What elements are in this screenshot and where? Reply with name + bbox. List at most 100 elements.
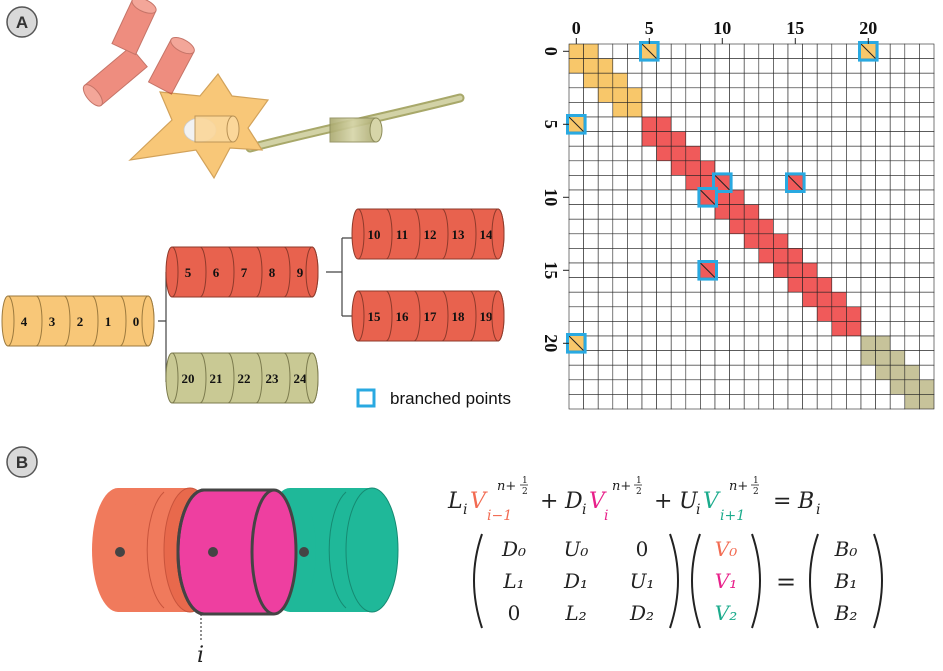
- svg-text:+: +: [540, 489, 558, 514]
- matrix-cell: [627, 350, 643, 366]
- matrix-cell: [889, 335, 906, 351]
- matrix-cell: [904, 189, 920, 205]
- matrix-cell: [831, 306, 847, 322]
- matrix-cell: [802, 218, 818, 235]
- matrix-cell: [568, 189, 584, 205]
- matrix-cell: [729, 394, 745, 410]
- matrix-cell: [758, 379, 774, 395]
- matrix-cell: [860, 160, 876, 176]
- matrix-cell: [743, 58, 760, 74]
- matrix-cell: [875, 116, 891, 132]
- matrix-cell: [889, 364, 906, 381]
- matrix-cell: [889, 58, 906, 74]
- matrix-cell: [597, 379, 614, 395]
- matrix-cell: [641, 262, 657, 278]
- matrix-cell: [816, 87, 833, 103]
- matrix-cell: [816, 175, 833, 191]
- matrix-cell: [714, 394, 730, 410]
- matrix-cell: [831, 350, 847, 366]
- segment-label: 21: [210, 371, 223, 386]
- matrix-cell: [641, 145, 657, 162]
- matrix-cell: [816, 335, 833, 351]
- matrix-cell: [919, 102, 935, 118]
- matrix-cell: [729, 233, 745, 249]
- matrix-cell: [641, 364, 657, 381]
- matrix-cell: [597, 175, 614, 191]
- matrix-cell: [729, 58, 745, 74]
- column-tick-label: 10: [713, 18, 731, 38]
- matrix-cell: [641, 394, 657, 410]
- compartment-index-label: i: [197, 643, 204, 668]
- matrix-cell: [597, 145, 614, 162]
- matrix-cell: [758, 189, 774, 205]
- matrix-cell: [583, 189, 599, 205]
- matrix-cell: [714, 379, 730, 395]
- matrix-cell: [568, 175, 584, 191]
- matrix-cell: [743, 379, 760, 395]
- matrix-cell: [627, 160, 643, 176]
- matrix-cell: [787, 102, 803, 118]
- matrix-cell: [729, 204, 745, 220]
- matrix-cell: [904, 350, 920, 366]
- matrix-cell: [583, 160, 599, 176]
- matrix-cell: [904, 335, 920, 351]
- matrix-cell: [627, 189, 643, 205]
- row-tick-label: 5: [541, 120, 561, 129]
- matrix-cell: [656, 131, 672, 147]
- matrix-cell: [919, 145, 935, 162]
- matrix-cell: [773, 321, 789, 337]
- matrix-cell: [612, 291, 628, 308]
- matrix-cell: [743, 175, 760, 191]
- matrix-cell: [729, 72, 745, 89]
- matrix-cell: [597, 160, 614, 176]
- matrix-cell: [597, 321, 614, 337]
- matrix-cell: [904, 131, 920, 147]
- matrix-cell: [919, 379, 935, 395]
- matrix-cell: [846, 87, 862, 103]
- matrix-cell: [904, 145, 920, 162]
- matrix-cell: [583, 87, 599, 103]
- matrix-cell: [612, 277, 628, 293]
- matrix-cell: [889, 233, 906, 249]
- matrix-cell: [816, 248, 833, 264]
- matrix-cell: [597, 291, 614, 308]
- vector-v-entry: V₁: [715, 569, 737, 593]
- matrix-cell: [846, 189, 862, 205]
- svg-text:1: 1: [753, 476, 759, 486]
- matrix-cell: [583, 262, 599, 278]
- tree-connector-root: [158, 271, 172, 383]
- segment-label: 15: [368, 309, 382, 324]
- matrix-cell: [627, 321, 643, 337]
- matrix-cell: [919, 277, 935, 293]
- vector-b-entry: B₁: [834, 569, 858, 593]
- matrix-cell: [904, 291, 920, 308]
- matrix-cell: [919, 131, 935, 147]
- svg-text:1: 1: [522, 476, 528, 486]
- matrix-cell: [612, 248, 628, 264]
- matrix-cell: [846, 394, 862, 410]
- matrix-cell: [758, 321, 774, 337]
- matrix-cell: [889, 131, 906, 147]
- matrix-cell: [627, 262, 643, 278]
- matrix-cell: [904, 306, 920, 322]
- matrix-cell: [773, 116, 789, 132]
- matrix-cell: [919, 58, 935, 74]
- matrix-cell: [816, 58, 833, 74]
- matrix-cell: [627, 218, 643, 235]
- matrix-cell: [919, 335, 935, 351]
- matrix-cell: [758, 277, 774, 293]
- matrix-cell: [816, 306, 833, 322]
- svg-text:A: A: [16, 13, 28, 32]
- svg-text:+: +: [654, 489, 672, 514]
- matrix-cell: [787, 58, 803, 74]
- matrix-cell: [656, 335, 672, 351]
- matrix-cell: [919, 72, 935, 89]
- matrix-cell: [904, 102, 920, 118]
- matrix-cell: [875, 218, 891, 235]
- matrix-cell: [729, 116, 745, 132]
- matrix-cell: [758, 291, 774, 308]
- matrix-cell: [583, 394, 599, 410]
- matrix-cell: [875, 335, 891, 351]
- segment-label: 0: [133, 314, 140, 329]
